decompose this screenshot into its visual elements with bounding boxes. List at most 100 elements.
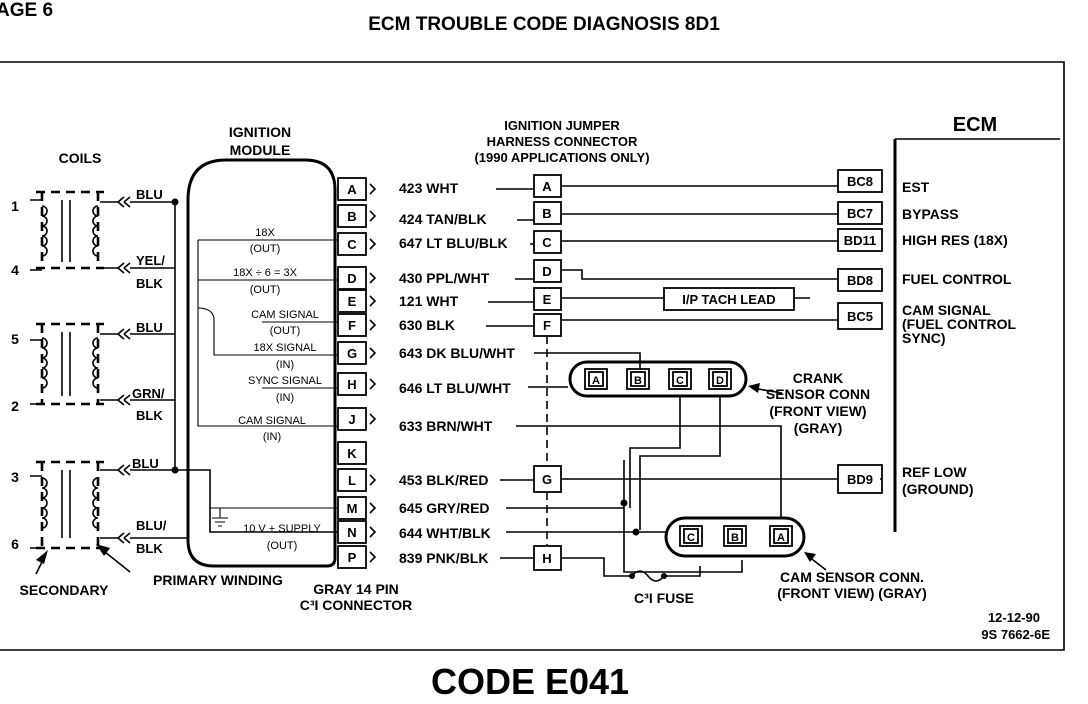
ecm-terminal-name: FUEL CONTROL [902, 271, 1012, 287]
ecm-pin-bc5 [837, 302, 883, 330]
jumper-pin-b [533, 201, 562, 225]
connector-pin-e [337, 289, 367, 313]
coil-pack-3-6 [30, 460, 118, 550]
coil-number: 5 [11, 331, 19, 347]
jumper-pin-a [533, 174, 562, 198]
coil-number: 6 [11, 536, 19, 552]
module-internal-lines [197, 239, 338, 527]
circuit-wire-label: 839 PNK/BLK [399, 550, 488, 566]
module-signal-label: CAM SIGNAL [251, 309, 319, 321]
circuit-wire-label: 644 WHT/BLK [399, 525, 491, 541]
coil-wires: BLU YEL/ BLK BLU GRN/ BLK BLU BLU/ BLK [117, 187, 338, 556]
connector-pin-label: N [347, 525, 356, 540]
sensor-wires [500, 352, 882, 582]
crank-sensor-label: (FRONT VIEW) [769, 403, 866, 419]
connector-arrows [369, 183, 377, 563]
trouble-code: CODE E041 [431, 661, 629, 702]
coil-numbers: 1 4 5 2 3 6 [11, 198, 19, 552]
connector-pin-label: P [348, 550, 357, 565]
connector-pin-label: M [347, 501, 358, 516]
cam-sensor-label: CAM SENSOR CONN. [780, 569, 924, 585]
page-label: AGE 6 [0, 0, 53, 21]
ecm-terminals: BC8 EST BC7 BYPASS BD11 HIGH RES (18X) B… [837, 169, 1017, 497]
connector-pin-j [337, 407, 367, 431]
coil-number: 4 [11, 262, 19, 278]
jumper-pin-c [533, 230, 562, 254]
jumper-label: IGNITION JUMPER [504, 118, 620, 133]
page-title: ECM TROUBLE CODE DIAGNOSIS 8D1 [368, 14, 720, 35]
connector-pin-h [337, 372, 367, 396]
coil-wire-label: BLU [136, 320, 163, 335]
circuit-wire-label: 423 WHT [399, 180, 459, 196]
cam-pin-label: A [777, 532, 785, 544]
module-signal-label: 10 V + SUPPLY [243, 523, 321, 535]
module-label: MODULE [230, 142, 291, 158]
crank-sensor-pins: A B C D [584, 368, 732, 390]
crank-sensor-label: CRANK [793, 370, 844, 386]
ecm-pin-bc8 [837, 169, 883, 193]
ecm-pin-label: BC7 [847, 206, 873, 221]
jumper-pin-label: A [542, 179, 552, 194]
jumper-pin-label: F [543, 318, 551, 333]
jumper-pin-label: C [542, 235, 552, 250]
jumper-pin-e [533, 287, 562, 311]
module-signal-label: CAM SIGNAL [238, 415, 306, 427]
cam-sensor-label: (FRONT VIEW) (GRAY) [777, 585, 927, 601]
module-signals: 18X (OUT) 18X ÷ 6 = 3X (OUT) CAM SIGNAL … [233, 227, 322, 552]
connector-pin-label: J [348, 412, 355, 427]
secondary-arrowhead [36, 550, 48, 564]
circuit-wire-label: 453 BLK/RED [399, 472, 488, 488]
coil-wire-label: BLU/ [136, 518, 167, 533]
jumper-pin-d [533, 259, 562, 283]
connector-pin-label: D [347, 271, 356, 286]
jumper-pin-label: E [543, 292, 552, 307]
connector-pin-label: E [348, 294, 357, 309]
ecm-terminal-name: EST [902, 179, 930, 195]
coil-number: 3 [11, 469, 19, 485]
crank-sensor-label: (GRAY) [794, 420, 843, 436]
diagram-date: 12-12-90 [988, 610, 1040, 625]
circuit-wire-label: 647 LT BLU/BLK [399, 235, 508, 251]
ecm-terminal-name: BYPASS [902, 206, 959, 222]
connector-label: GRAY 14 PIN [313, 581, 399, 597]
c3i-connector: A B C D E F G H J K L M N P [337, 177, 367, 569]
module-signal-label: 18X SIGNAL [254, 342, 317, 354]
tach-lead-label: I/P TACH LEAD [682, 292, 775, 307]
ecm-pin-label: BC5 [847, 309, 873, 324]
cam-label-arrowhead [804, 552, 816, 562]
connector-pin-p [337, 545, 367, 569]
fuse-label: C³I FUSE [634, 590, 694, 606]
connector-pin-k [337, 441, 367, 465]
circuit-wire-label: 643 DK BLU/WHT [399, 345, 515, 361]
cam-pin-label: C [687, 532, 695, 544]
ecm-terminal-name: HIGH RES (18X) [902, 232, 1008, 248]
module-signal-label: (OUT) [250, 284, 281, 296]
module-signal-label: SYNC SIGNAL [248, 375, 322, 387]
ignition-module-body [186, 158, 337, 568]
coil-wire-label: BLK [136, 276, 163, 291]
connector-pin-b [337, 204, 367, 228]
coil-number: 2 [11, 398, 19, 414]
cam-pin-label: B [731, 532, 739, 544]
connector-pin-label: K [347, 446, 357, 461]
connector-pin-label: G [347, 346, 357, 361]
coil-pack-5-2 [30, 322, 118, 406]
jumper-pin-label: H [542, 551, 551, 566]
crank-sensor-label: SENSOR CONN [766, 386, 870, 402]
connector-pin-n [337, 520, 367, 544]
crank-sensor-connector [568, 360, 748, 398]
connector-label: C³I CONNECTOR [300, 597, 413, 613]
coil-number: 1 [11, 198, 19, 214]
ecm-pin-bd8 [837, 268, 883, 292]
module-signal-label: (IN) [276, 359, 294, 371]
coil-wire-label: BLU [136, 187, 163, 202]
circuit-labels: 423 WHT 424 TAN/BLK 647 LT BLU/BLK 430 P… [399, 180, 515, 566]
ecm-pin-label: BC8 [847, 174, 873, 189]
circuit-wire-label: 430 PPL/WHT [399, 270, 490, 286]
module-signal-label: (OUT) [270, 325, 301, 337]
coil-wire-label: BLU [132, 456, 159, 471]
circuit-wire-label: 633 BRN/WHT [399, 418, 493, 434]
connector-pin-label: A [347, 182, 357, 197]
module-signal-label: 18X ÷ 6 = 3X [233, 267, 297, 279]
connector-pin-l [337, 468, 367, 492]
